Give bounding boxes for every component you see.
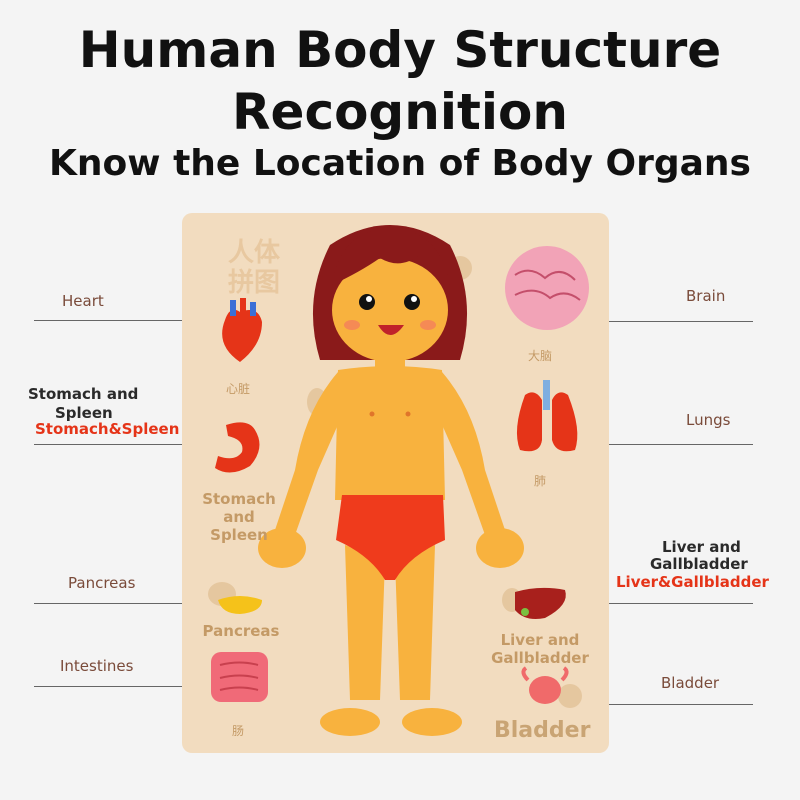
lungs-label: Lungs — [686, 411, 731, 429]
liver-label-red: Liver&Gallbladder — [616, 573, 769, 591]
intestines-cn: 肠 — [232, 724, 245, 738]
pancreas-board-text: Pancreas — [202, 622, 280, 640]
stomach-line — [34, 444, 224, 445]
brain-line — [580, 321, 753, 322]
bladder-line — [560, 704, 753, 705]
bladder-board-text: Bladder — [494, 718, 591, 743]
subtitle: Know the Location of Body Organs — [49, 143, 751, 184]
stomach-label-red: Stomach&Spleen — [35, 420, 180, 438]
stomach-label-line2: Spleen — [55, 404, 113, 422]
liver-line — [546, 603, 753, 604]
stomach-board-text: Stomach and Spleen — [202, 490, 276, 544]
intestines-line — [34, 686, 220, 687]
heart-label: Heart — [62, 292, 104, 310]
lungs-line — [560, 444, 753, 445]
title-line-2: Recognition — [232, 83, 568, 141]
lungs-cn: 肺 — [534, 474, 547, 488]
logo-cn-2: 拼图 — [228, 268, 281, 298]
stomach-label-line1: Stomach and — [28, 385, 139, 403]
liver-label-line1: Liver and — [662, 538, 741, 556]
bladder-label: Bladder — [661, 674, 720, 692]
brain-label: Brain — [686, 287, 726, 305]
liver-label-line2: Gallbladder — [650, 555, 748, 573]
title-line-1: Human Body Structure — [78, 21, 722, 79]
liver-board-text: Liver and Gallbladder — [491, 631, 589, 667]
brain-cn: 大脑 — [528, 349, 553, 363]
pancreas-line — [34, 603, 220, 604]
heart-line — [34, 320, 220, 321]
intestines-label: Intestines — [60, 657, 134, 675]
heart-cn: 心脏 — [226, 382, 251, 396]
pancreas-label: Pancreas — [68, 574, 136, 592]
logo-cn-1: 人体 — [228, 238, 281, 268]
